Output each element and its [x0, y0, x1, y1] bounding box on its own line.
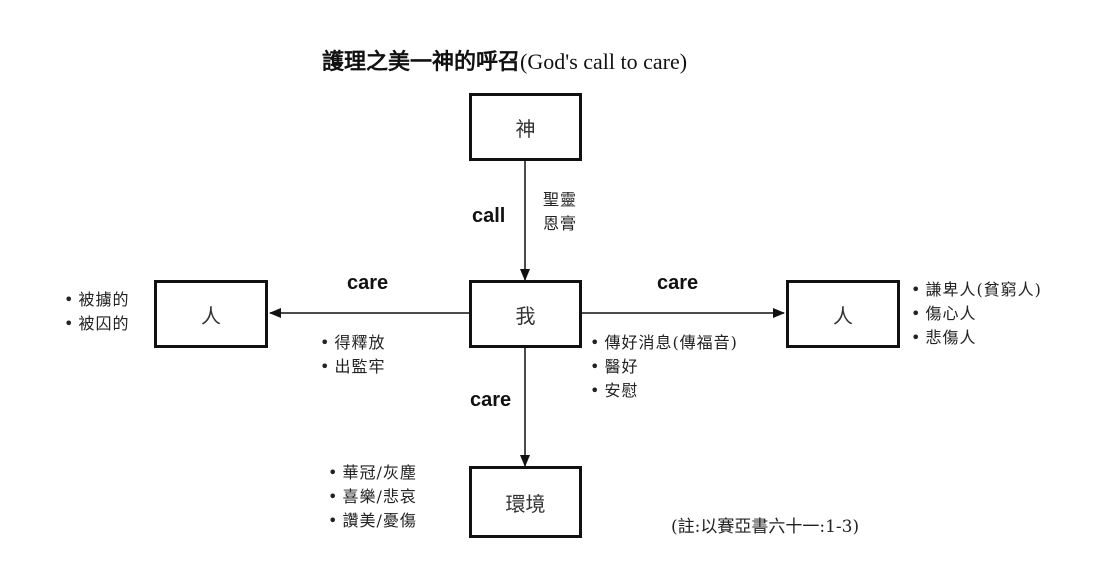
- list-item: 讚美/憂傷: [328, 509, 417, 533]
- list-item: 出監牢: [320, 355, 385, 379]
- list-item: 被擄的: [64, 288, 129, 312]
- node-person-left: 人: [154, 280, 268, 348]
- list-item: 醫好: [590, 355, 738, 379]
- title-english: (God's call to care): [520, 49, 688, 74]
- diagram-title: 護理之美一神的呼召(God's call to care): [322, 44, 687, 76]
- list-right-under: 傳好消息(傳福音) 醫好 安慰: [590, 331, 738, 403]
- list-far-left: 被擄的 被囚的: [64, 288, 129, 336]
- node-me: 我: [469, 280, 582, 348]
- list-item: 傷心人: [911, 302, 1042, 326]
- annotation-grace: 恩膏: [543, 214, 578, 233]
- list-far-right: 謙卑人(貧窮人) 傷心人 悲傷人: [911, 278, 1042, 350]
- list-left-under: 得釋放 出監牢: [320, 331, 385, 379]
- node-god: 神: [469, 93, 582, 161]
- node-person-right: 人: [786, 280, 900, 348]
- list-item: 謙卑人(貧窮人): [911, 278, 1042, 302]
- list-item: 安慰: [590, 379, 738, 403]
- node-environment: 環境: [469, 466, 582, 538]
- list-item: 華冠/灰塵: [328, 461, 417, 485]
- edge-label-care-right: care: [657, 272, 699, 294]
- scripture-note: (註:以賽亞書六十一:1-3): [671, 517, 860, 537]
- edge-label-care-left: care: [347, 272, 389, 294]
- list-item: 悲傷人: [911, 326, 1042, 350]
- edge-label-call: call: [472, 205, 506, 227]
- list-item: 得釋放: [320, 331, 385, 355]
- list-item: 被囚的: [64, 312, 129, 336]
- list-item: 喜樂/悲哀: [328, 485, 417, 509]
- annotation-holy-spirit: 聖靈: [543, 190, 578, 209]
- title-chinese: 護理之美一神的呼召: [322, 50, 521, 75]
- list-bottom-left: 華冠/灰塵 喜樂/悲哀 讚美/憂傷: [328, 461, 417, 533]
- list-item: 傳好消息(傳福音): [590, 331, 738, 355]
- edge-label-care-down: care: [470, 389, 512, 411]
